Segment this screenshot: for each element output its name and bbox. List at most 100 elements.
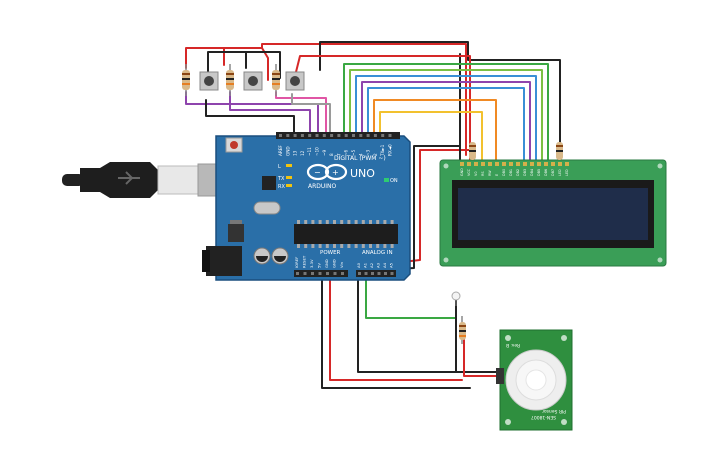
- chip-pin: [361, 244, 365, 248]
- analog-header: [356, 270, 396, 277]
- lcd-pin[interactable]: [565, 162, 569, 166]
- header-pin[interactable]: [318, 272, 322, 275]
- lcd-pin[interactable]: [516, 162, 520, 166]
- lcd-pin[interactable]: [558, 162, 562, 166]
- header-pin[interactable]: [358, 272, 361, 275]
- analog-pin-label: A4: [382, 262, 387, 268]
- chip-pin: [390, 220, 394, 224]
- header-pin[interactable]: [337, 134, 341, 137]
- header-pin[interactable]: [300, 134, 304, 137]
- usb-cable-icon: [80, 162, 158, 198]
- lcd-pin[interactable]: [488, 162, 492, 166]
- analog-label: ANALOG IN: [362, 250, 393, 256]
- lcd-pin[interactable]: [530, 162, 534, 166]
- analog-pin-label: A1: [363, 262, 368, 268]
- resistor-1: [182, 64, 190, 96]
- digital-pin-label: GND: [285, 146, 290, 156]
- header-pin[interactable]: [322, 134, 326, 137]
- lcd-pin[interactable]: [495, 162, 499, 166]
- chip-pin: [383, 220, 387, 224]
- pushbutton-3[interactable]: [285, 71, 305, 91]
- header-pin[interactable]: [366, 134, 370, 137]
- chip-pin: [369, 220, 372, 224]
- svg-text:−: −: [314, 168, 321, 177]
- pushbutton-2[interactable]: [243, 71, 263, 91]
- lcd-pin[interactable]: [551, 162, 555, 166]
- header-pin[interactable]: [384, 272, 387, 275]
- digital-pin-label: 2: [373, 153, 378, 156]
- chip-pin: [340, 244, 344, 248]
- lcd-pin-label: DB3: [523, 169, 527, 176]
- lcd-pin[interactable]: [460, 162, 464, 166]
- chip-pin: [347, 244, 351, 248]
- lcd-pin[interactable]: [509, 162, 513, 166]
- wire-blue-d5: [355, 75, 537, 163]
- resistor-3: [272, 64, 280, 96]
- header-pin[interactable]: [326, 272, 329, 275]
- pushbutton-1[interactable]: [199, 71, 219, 91]
- chip-pin: [311, 220, 315, 224]
- header-pin[interactable]: [279, 134, 282, 137]
- header-pin[interactable]: [341, 272, 344, 275]
- chip-pin: [318, 220, 322, 224]
- lcd-pin-label: DB4: [530, 169, 534, 176]
- power-pin-label: GND: [324, 259, 329, 268]
- lcd-pin[interactable]: [502, 162, 506, 166]
- header-pin[interactable]: [344, 134, 348, 137]
- analog-pin-label: A5: [389, 262, 394, 268]
- header-pin[interactable]: [308, 134, 312, 137]
- led-icon: [286, 176, 292, 179]
- digital-pin-label: 13: [293, 150, 298, 156]
- brand-label: ARDUINO: [308, 183, 337, 190]
- lcd-pin-label: RS: [481, 171, 485, 176]
- header-pin[interactable]: [390, 272, 394, 275]
- wire-black-btn: [205, 99, 295, 139]
- lcd-pin[interactable]: [537, 162, 541, 166]
- header-pin[interactable]: [311, 272, 314, 275]
- chip-pin: [383, 244, 387, 248]
- wire-orange-d2: [373, 99, 497, 163]
- header-pin[interactable]: [381, 134, 385, 137]
- header-pin[interactable]: [296, 272, 299, 275]
- header-pin[interactable]: [377, 272, 381, 275]
- header-pin[interactable]: [352, 134, 355, 137]
- arduino-logo: − +: [306, 163, 348, 181]
- header-pin[interactable]: [315, 134, 319, 137]
- chip-pin: [297, 244, 300, 248]
- wire-black-top: [207, 41, 561, 161]
- lcd-pin[interactable]: [523, 162, 527, 166]
- header-pin[interactable]: [388, 134, 392, 137]
- power-pin-label: IOREF: [294, 257, 299, 268]
- lcd-pin[interactable]: [474, 162, 478, 166]
- chip-pin: [304, 244, 308, 248]
- lcd-pin[interactable]: [544, 162, 548, 166]
- digital-label: DIGITAL (PWM ~): [334, 155, 386, 162]
- header-pin[interactable]: [373, 134, 377, 137]
- pir-led: [451, 291, 461, 306]
- chip-pin: [361, 220, 365, 224]
- header-pin[interactable]: [371, 272, 374, 275]
- chip-pin: [369, 244, 372, 248]
- lcd-pin-label: V0: [474, 172, 478, 176]
- header-pin[interactable]: [364, 272, 368, 275]
- lcd-pin[interactable]: [481, 162, 485, 166]
- lcd-pin[interactable]: [467, 162, 471, 166]
- led-icon: [451, 291, 461, 301]
- digital-pin-label: 7: [336, 153, 341, 156]
- header-pin[interactable]: [293, 134, 297, 137]
- header-pin[interactable]: [333, 272, 337, 275]
- header-pin[interactable]: [286, 134, 290, 137]
- usb-cable: [62, 162, 229, 198]
- lcd-pin-label: RW: [488, 170, 492, 176]
- header-pin[interactable]: [330, 134, 334, 137]
- chip-pin: [318, 244, 322, 248]
- header-pin[interactable]: [303, 272, 307, 275]
- chip-pin: [390, 244, 394, 248]
- analog-pin-label: A3: [376, 262, 381, 268]
- led-icon: [286, 164, 292, 167]
- header-pin[interactable]: [359, 134, 363, 137]
